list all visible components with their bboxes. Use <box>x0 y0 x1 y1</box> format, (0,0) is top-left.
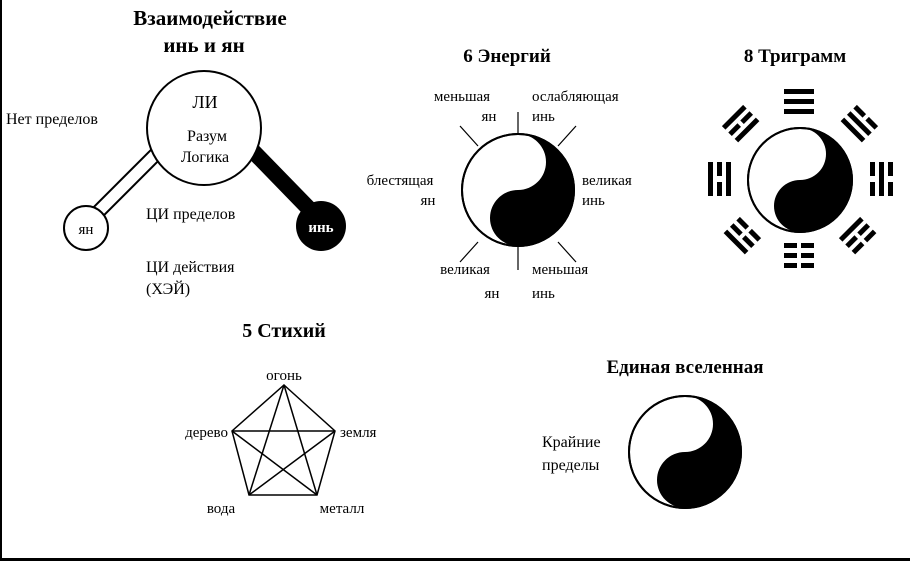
universe-taiji <box>628 395 742 509</box>
lesser-yin-label-2: инь <box>532 286 555 302</box>
wood-label: дерево <box>185 425 228 441</box>
yin-label: инь <box>308 220 333 236</box>
energies-title: 6 Энергий <box>463 46 551 67</box>
elements-section: 5 Стихий огонь дерево земля вода металл <box>185 320 376 517</box>
shining-yang-label-2: ян <box>421 193 436 209</box>
trigram-left <box>708 162 731 196</box>
interaction-title-line2: инь и ян <box>163 33 244 57</box>
trigrams-title: 8 Триграмм <box>744 46 846 67</box>
earth-label: земля <box>340 425 377 441</box>
great-yang-label-2: ян <box>485 286 500 302</box>
elements-pentagram <box>231 383 336 496</box>
extreme-limits-label-line1: Крайние <box>542 434 601 451</box>
universe-section: Единая вселенная Крайние пределы <box>542 357 764 509</box>
trigram-right <box>870 162 893 196</box>
logic-label: Логика <box>181 149 229 166</box>
weakening-yin-label-1: ослабляющая <box>532 89 619 105</box>
yang-circle <box>63 205 109 251</box>
energies-section: 6 Энергий меньшая ян ослабляющая инь бле… <box>367 46 632 302</box>
energies-ticks <box>459 112 577 270</box>
trigrams-section: 8 Триграмм <box>708 46 893 268</box>
interaction-section: Взаимодействие инь и ян ЛИ Разум Логика … <box>6 6 346 298</box>
energies-taiji <box>461 133 575 247</box>
trigram-top <box>784 89 814 114</box>
extreme-limits-label-line2: пределы <box>542 457 600 474</box>
trigram-top-left <box>721 104 760 143</box>
reason-label: Разум <box>187 128 227 145</box>
lesser-yin-label-1: меньшая <box>532 262 588 278</box>
elements-title: 5 Стихий <box>242 320 326 342</box>
great-yin-label-1: великая <box>582 173 632 189</box>
shining-yang-label-1: блестящая <box>367 173 434 189</box>
trigram-bottom-right <box>838 216 877 255</box>
lesser-yang-label-2: ян <box>482 109 497 125</box>
metal-label: металл <box>320 501 365 517</box>
trigram-top-right <box>840 104 879 143</box>
interaction-title-line1: Взаимодействие <box>133 6 286 30</box>
yin-circle <box>296 201 346 251</box>
fire-label: огонь <box>266 368 302 384</box>
qi-action-label-line2: (ХЭЙ) <box>146 279 190 298</box>
great-yin-label-2: инь <box>582 193 605 209</box>
li-circle <box>146 70 262 186</box>
lesser-yang-label-1: меньшая <box>434 89 490 105</box>
li-label: ЛИ <box>192 92 217 112</box>
trigrams-taiji <box>747 127 853 233</box>
qi-limits-label: ЦИ пределов <box>146 206 236 223</box>
qi-action-label-line1: ЦИ действия <box>146 259 235 276</box>
universe-title: Единая вселенная <box>606 357 763 378</box>
weakening-yin-label-2: инь <box>532 109 555 125</box>
yin-connector <box>241 139 324 224</box>
water-label: вода <box>207 501 236 517</box>
great-yang-label-1: великая <box>440 262 490 278</box>
trigram-bottom <box>784 243 814 268</box>
trigram-bottom-left <box>723 216 762 255</box>
no-limits-label: Нет пределов <box>6 111 98 128</box>
yang-label: ян <box>79 222 94 238</box>
